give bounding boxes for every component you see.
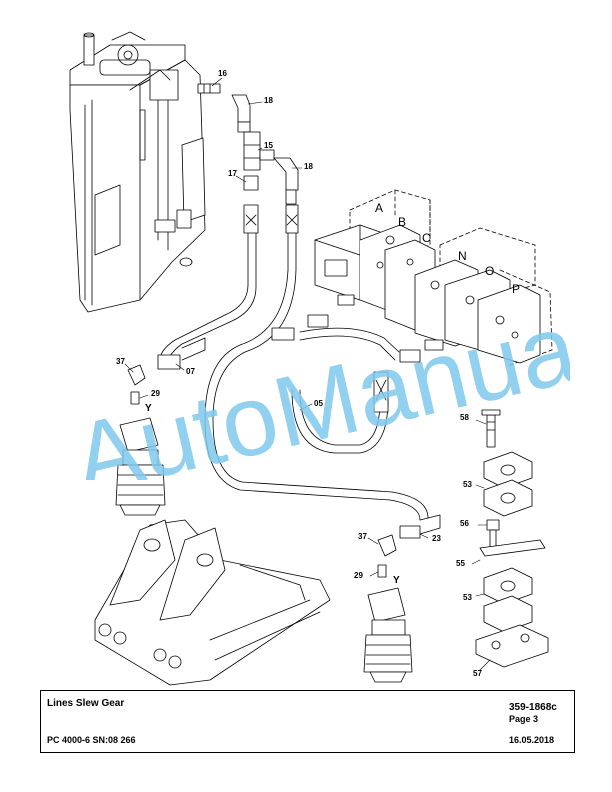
port-y-left: Y xyxy=(145,403,152,414)
frame-structure xyxy=(94,519,331,686)
callout-53-upper: 53 xyxy=(463,480,472,489)
callout-07: 07 xyxy=(186,367,195,376)
callout-29-right: 29 xyxy=(354,571,363,580)
callout-58: 58 xyxy=(460,413,469,422)
clamp-hardware xyxy=(475,409,549,668)
callout-57: 57 xyxy=(473,669,482,678)
valve-label-n: N xyxy=(458,249,467,263)
hoses xyxy=(157,204,441,539)
leader-lines xyxy=(124,77,491,671)
slew-motor-right xyxy=(363,534,413,683)
callout-56: 56 xyxy=(460,519,469,528)
valve-label-p: P xyxy=(512,282,521,296)
callout-18: 18 xyxy=(264,96,273,105)
document-number: 359-1868c xyxy=(509,702,557,713)
valve-label-b: B xyxy=(398,215,407,229)
callout-23: 23 xyxy=(432,534,441,543)
callout-17: 17 xyxy=(228,169,237,178)
callout-29-left: 29 xyxy=(151,389,160,398)
callout-37-left: 37 xyxy=(116,357,125,366)
valve-label-c: C xyxy=(422,231,431,245)
valve-label-a: A xyxy=(375,201,384,215)
callout-18-lower: 18 xyxy=(304,162,313,171)
page-number: Page 3 xyxy=(509,714,539,724)
callout-37-right: 37 xyxy=(358,532,367,541)
callout-55: 55 xyxy=(456,559,465,568)
valve-sections xyxy=(307,224,541,364)
valve-label-o: O xyxy=(485,264,495,278)
callout-53-lower: 53 xyxy=(463,593,472,602)
callout-05: 05 xyxy=(314,399,323,408)
callout-16: 16 xyxy=(218,69,227,78)
parts-drawing xyxy=(69,31,553,686)
slew-motor-left xyxy=(115,364,166,516)
drawing-title: Lines Slew Gear xyxy=(47,698,125,709)
callout-15: 15 xyxy=(264,141,273,150)
hydraulic-tank xyxy=(69,31,206,313)
machine-model: PC 4000-6 SN:08 266 xyxy=(47,735,136,745)
title-block: Lines Slew Gear 359-1868c Page 3 PC 4000… xyxy=(40,690,575,753)
document-date: 16.05.2018 xyxy=(509,735,555,745)
port-y-right: Y xyxy=(393,575,400,586)
upper-fittings xyxy=(197,83,299,205)
